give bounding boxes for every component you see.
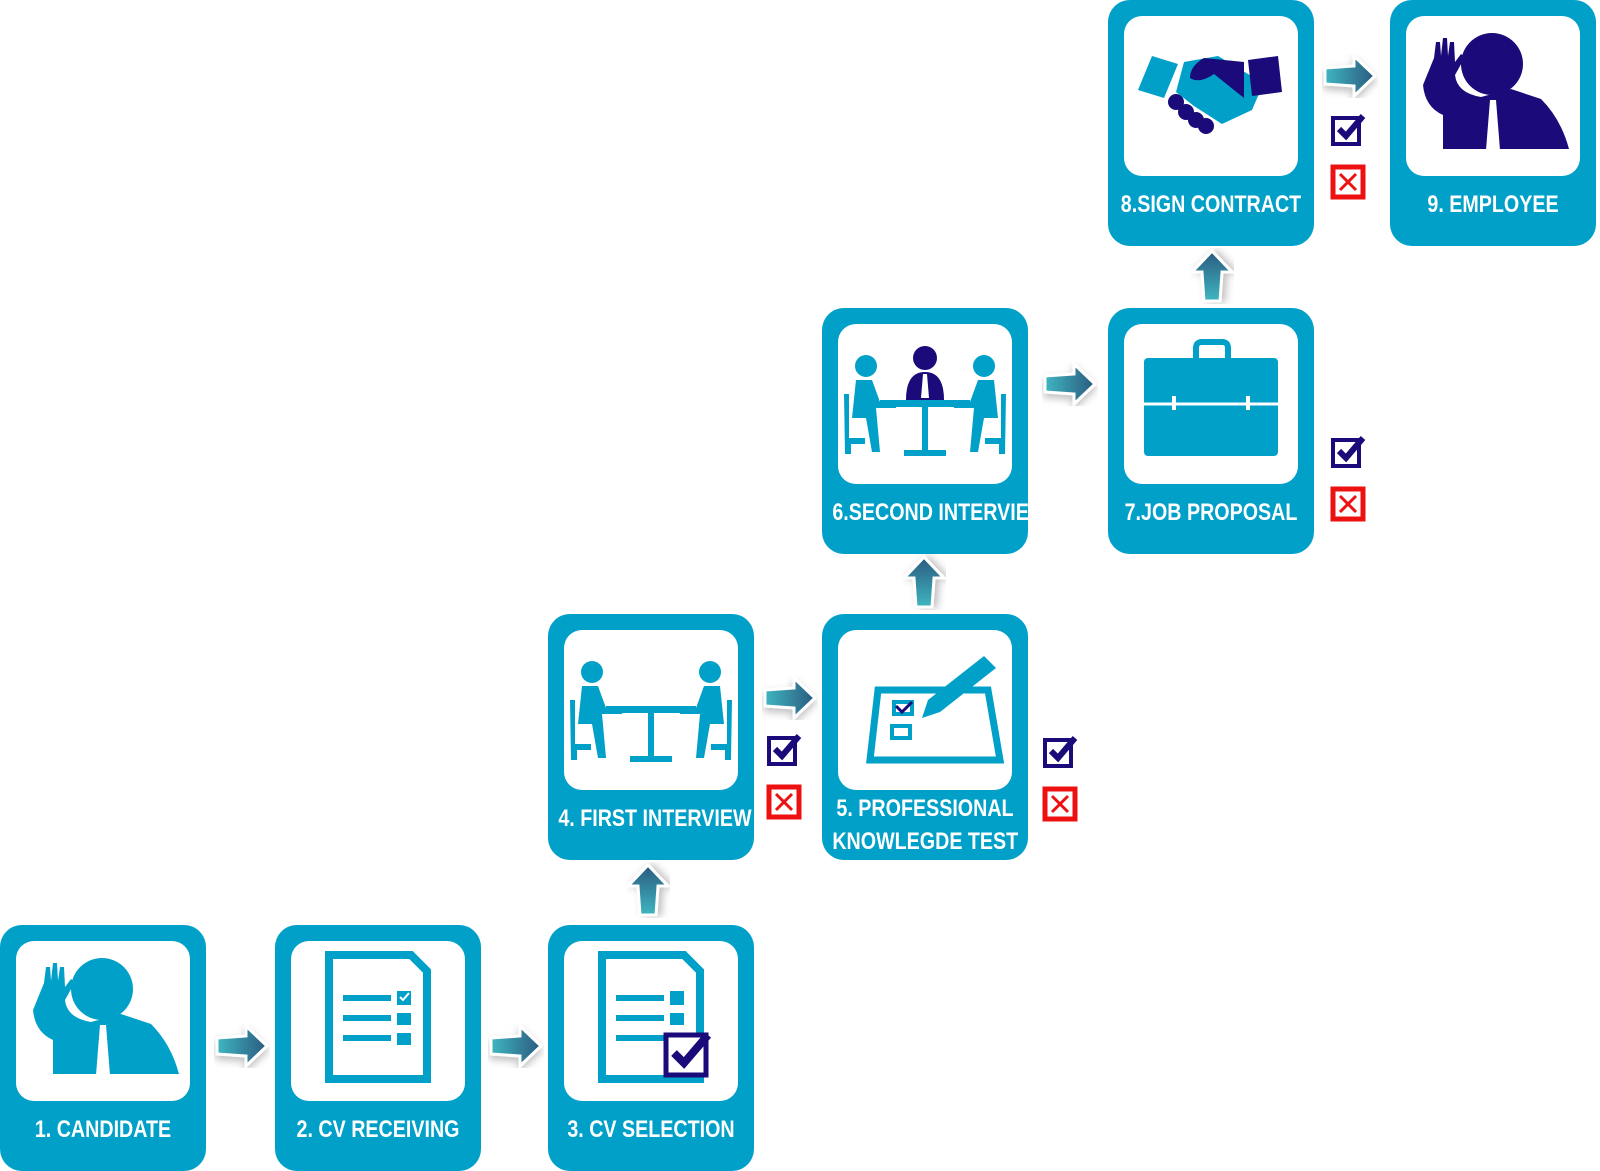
step-card-sign-contract: 8.SIGN CONTRACT <box>1108 0 1314 246</box>
arrow-up-icon <box>902 554 946 610</box>
approve-check-icon <box>1330 110 1366 146</box>
step-label: 1. CANDIDATE <box>34 1116 172 1143</box>
arrow-up-icon <box>1190 248 1234 304</box>
step-card-cv-selection: 3. CV SELECTION <box>548 925 754 1171</box>
document-checklist-icon <box>291 941 465 1101</box>
step-label: 4. FIRST INTERVIEW <box>558 805 752 832</box>
step-card-candidate: 1. CANDIDATE <box>0 925 206 1171</box>
reject-cross-icon <box>1330 486 1366 522</box>
document-checked-icon <box>564 941 738 1101</box>
person-waving-icon <box>1406 16 1580 176</box>
approve-check-icon <box>1042 732 1078 768</box>
three-people-table-icon <box>838 324 1012 484</box>
arrow-right-icon <box>214 1024 270 1068</box>
step-card-employee: 9. EMPLOYEE <box>1390 0 1596 246</box>
approve-check-icon <box>766 730 802 766</box>
arrow-right-icon <box>1042 362 1098 406</box>
step-label: 3. CV SELECTION <box>567 1116 735 1143</box>
arrow-right-icon <box>488 1024 544 1068</box>
arrow-up-icon <box>626 862 670 918</box>
person-waving-icon <box>16 941 190 1101</box>
reject-cross-icon <box>1330 164 1366 200</box>
step-label: 2. CV RECEIVING <box>296 1116 460 1143</box>
two-people-table-icon <box>564 630 738 790</box>
step-label: 6.SECOND INTERVIEW <box>832 499 1048 526</box>
step-card-job-proposal: 7.JOB PROPOSAL <box>1108 308 1314 554</box>
arrow-right-icon <box>1322 54 1378 98</box>
handshake-icon <box>1124 16 1298 176</box>
step-card-cv-receiving: 2. CV RECEIVING <box>275 925 481 1171</box>
step-label: 7.JOB PROPOSAL <box>1124 499 1298 526</box>
step-card-second-interview: 6.SECOND INTERVIEW <box>822 308 1048 554</box>
approve-check-icon <box>1330 432 1366 468</box>
step-label: 9. EMPLOYEE <box>1427 191 1559 218</box>
test-pencil-icon <box>838 630 1012 790</box>
step-label: 8.SIGN CONTRACT <box>1120 191 1302 218</box>
briefcase-icon <box>1124 324 1298 484</box>
step-card-first-interview: 4. FIRST INTERVIEW <box>548 614 754 860</box>
reject-cross-icon <box>766 784 802 820</box>
reject-cross-icon <box>1042 786 1078 822</box>
arrow-right-icon <box>762 676 818 720</box>
